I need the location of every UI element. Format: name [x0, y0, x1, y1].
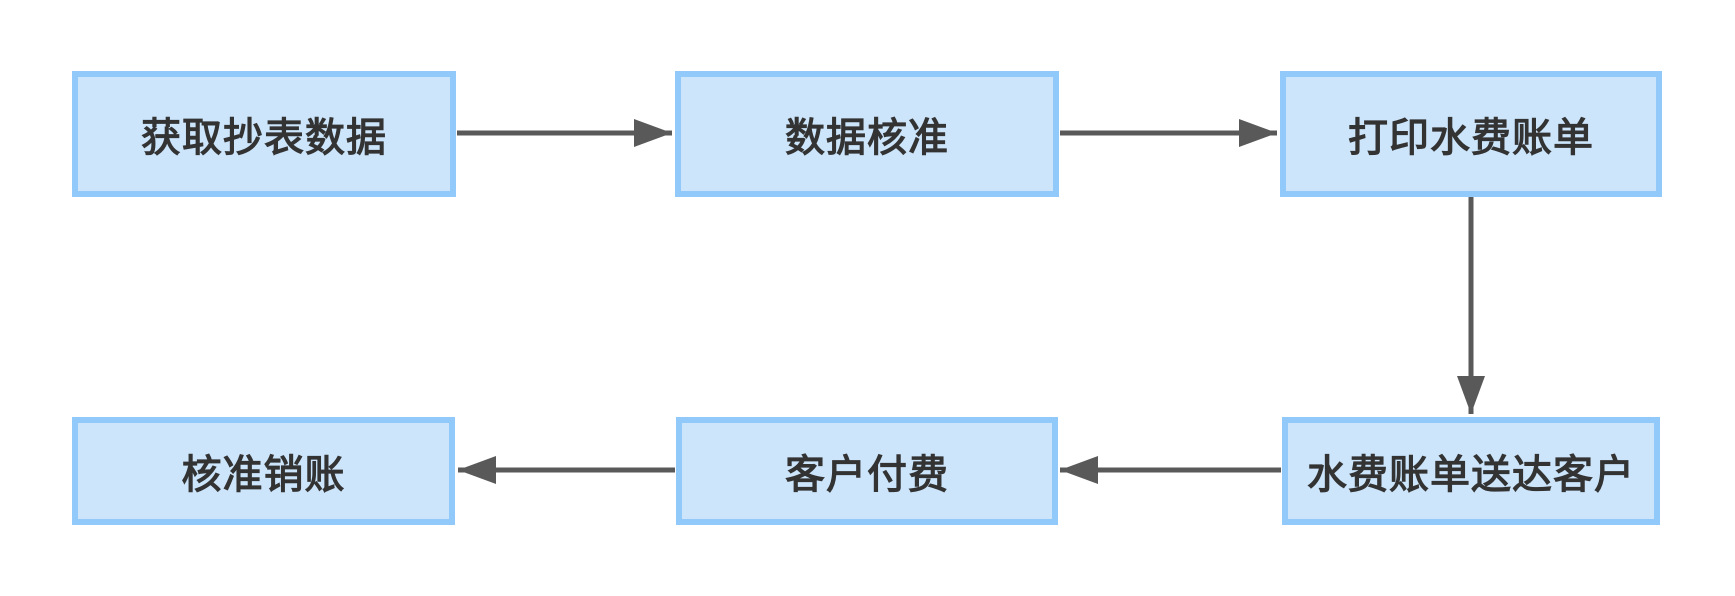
- node-label: 获取抄表数据: [141, 116, 387, 160]
- node-bill-delivered-to-customer[interactable]: 水费账单送达客户: [1282, 417, 1660, 525]
- node-label: 数据核准: [785, 116, 949, 160]
- node-data-verification[interactable]: 数据核准: [675, 71, 1059, 197]
- node-label: 核准销账: [181, 453, 346, 497]
- node-verify-and-write-off[interactable]: 核准销账: [72, 417, 455, 525]
- node-label: 水费账单送达客户: [1307, 453, 1635, 497]
- node-label: 打印水费账单: [1348, 116, 1594, 160]
- node-label: 客户付费: [785, 453, 949, 497]
- node-get-meter-reading-data[interactable]: 获取抄表数据: [72, 71, 456, 197]
- node-customer-payment[interactable]: 客户付费: [676, 417, 1058, 525]
- node-print-water-bill[interactable]: 打印水费账单: [1280, 71, 1662, 197]
